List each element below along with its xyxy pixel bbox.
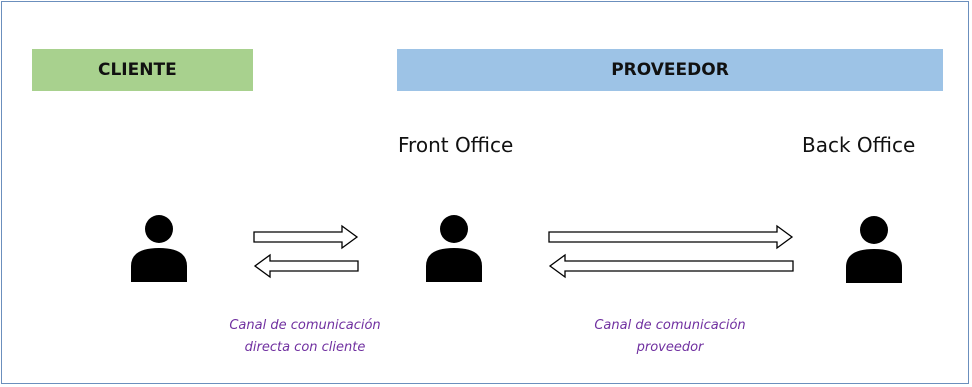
front-office-person-icon xyxy=(426,215,482,282)
client-channel-caption-line2: directa con cliente xyxy=(244,340,366,355)
client-person-icon xyxy=(131,215,187,282)
proveedor-band-label: PROVEEDOR xyxy=(611,60,729,80)
back-office-person-icon xyxy=(846,216,902,283)
front-office-label: Front Office xyxy=(398,133,514,157)
client-channel-caption: Canal de comunicación directa con client… xyxy=(210,315,400,359)
arrow-right-icon xyxy=(548,224,794,250)
cliente-band-label: CLIENTE xyxy=(98,60,177,80)
provider-channel-caption-line1: Canal de comunicación xyxy=(594,318,746,333)
arrow-left-icon xyxy=(253,253,359,279)
provider-channel-caption: Canal de comunicación proveedor xyxy=(570,315,770,359)
client-channel-caption-line1: Canal de comunicación xyxy=(229,318,381,333)
cliente-band: CLIENTE xyxy=(32,49,253,91)
arrow-right-icon xyxy=(253,224,359,250)
arrow-left-icon xyxy=(548,253,794,279)
back-office-label: Back Office xyxy=(802,133,916,157)
provider-channel-caption-line2: proveedor xyxy=(636,340,704,355)
proveedor-band: PROVEEDOR xyxy=(397,49,943,91)
